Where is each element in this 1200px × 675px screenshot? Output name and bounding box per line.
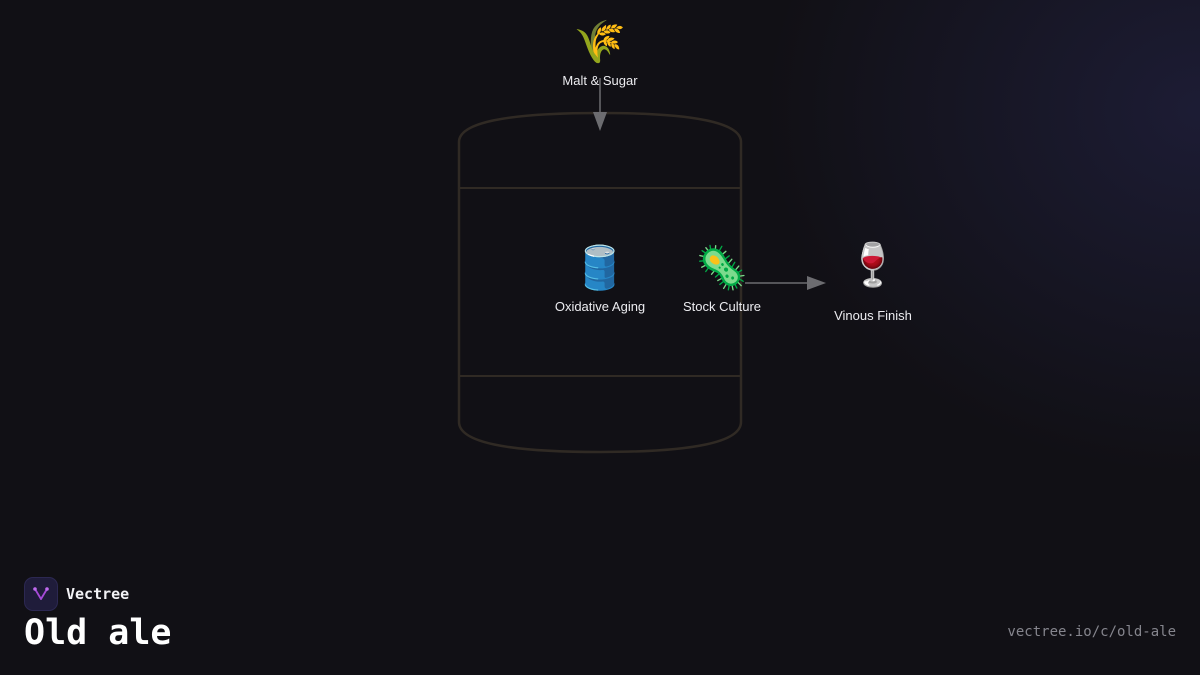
page-url[interactable]: vectree.io/c/old-ale xyxy=(1007,624,1176,640)
wheat-icon: 🌾 xyxy=(573,18,627,65)
vessel-outline xyxy=(457,111,743,454)
node-label-malt: Malt & Sugar xyxy=(562,73,638,88)
node-label-aging: Oxidative Aging xyxy=(554,299,646,314)
vectree-logo-glyph xyxy=(33,587,49,600)
page-title: Old ale xyxy=(24,613,172,653)
brand: Vectree xyxy=(24,577,129,611)
brand-name: Vectree xyxy=(66,585,130,603)
node-label-finish: Vinous Finish xyxy=(834,308,912,323)
edge-culture-to-finish-arrowhead xyxy=(807,276,826,290)
node-label-culture: Stock Culture xyxy=(682,299,762,314)
oil-drum-icon: 🛢️ xyxy=(573,244,627,291)
vectree-logo-icon xyxy=(24,577,58,611)
wine-glass-icon: 🍷 xyxy=(846,241,900,288)
microbe-icon: 🦠 xyxy=(695,244,749,291)
edge-malt-to-aging-arrowhead xyxy=(593,112,607,131)
